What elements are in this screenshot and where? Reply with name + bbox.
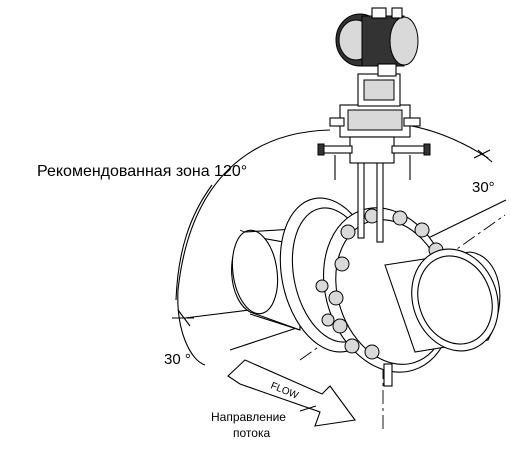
flow-direction-label-line1: Направление (211, 410, 286, 424)
angle-bottom-label: 30 ° (164, 351, 191, 368)
recommended-zone-label: Рекомендованная зона 120° (37, 163, 247, 180)
zone-arc-left-inner (175, 184, 213, 301)
transmitter (335, 7, 419, 107)
flow-direction-label-line2: потока (233, 426, 270, 440)
support-bracket (383, 363, 393, 387)
flange-bolts (315, 208, 444, 360)
flow-label-leader (299, 405, 317, 412)
manifold (317, 104, 431, 180)
zone-arc-left (177, 129, 331, 366)
pipe-right (384, 248, 501, 353)
tick-bottom (172, 309, 194, 327)
tick-top (473, 149, 493, 163)
flow-arrow: FLOW (227, 359, 356, 427)
angle-top-label: 30° (472, 179, 495, 196)
